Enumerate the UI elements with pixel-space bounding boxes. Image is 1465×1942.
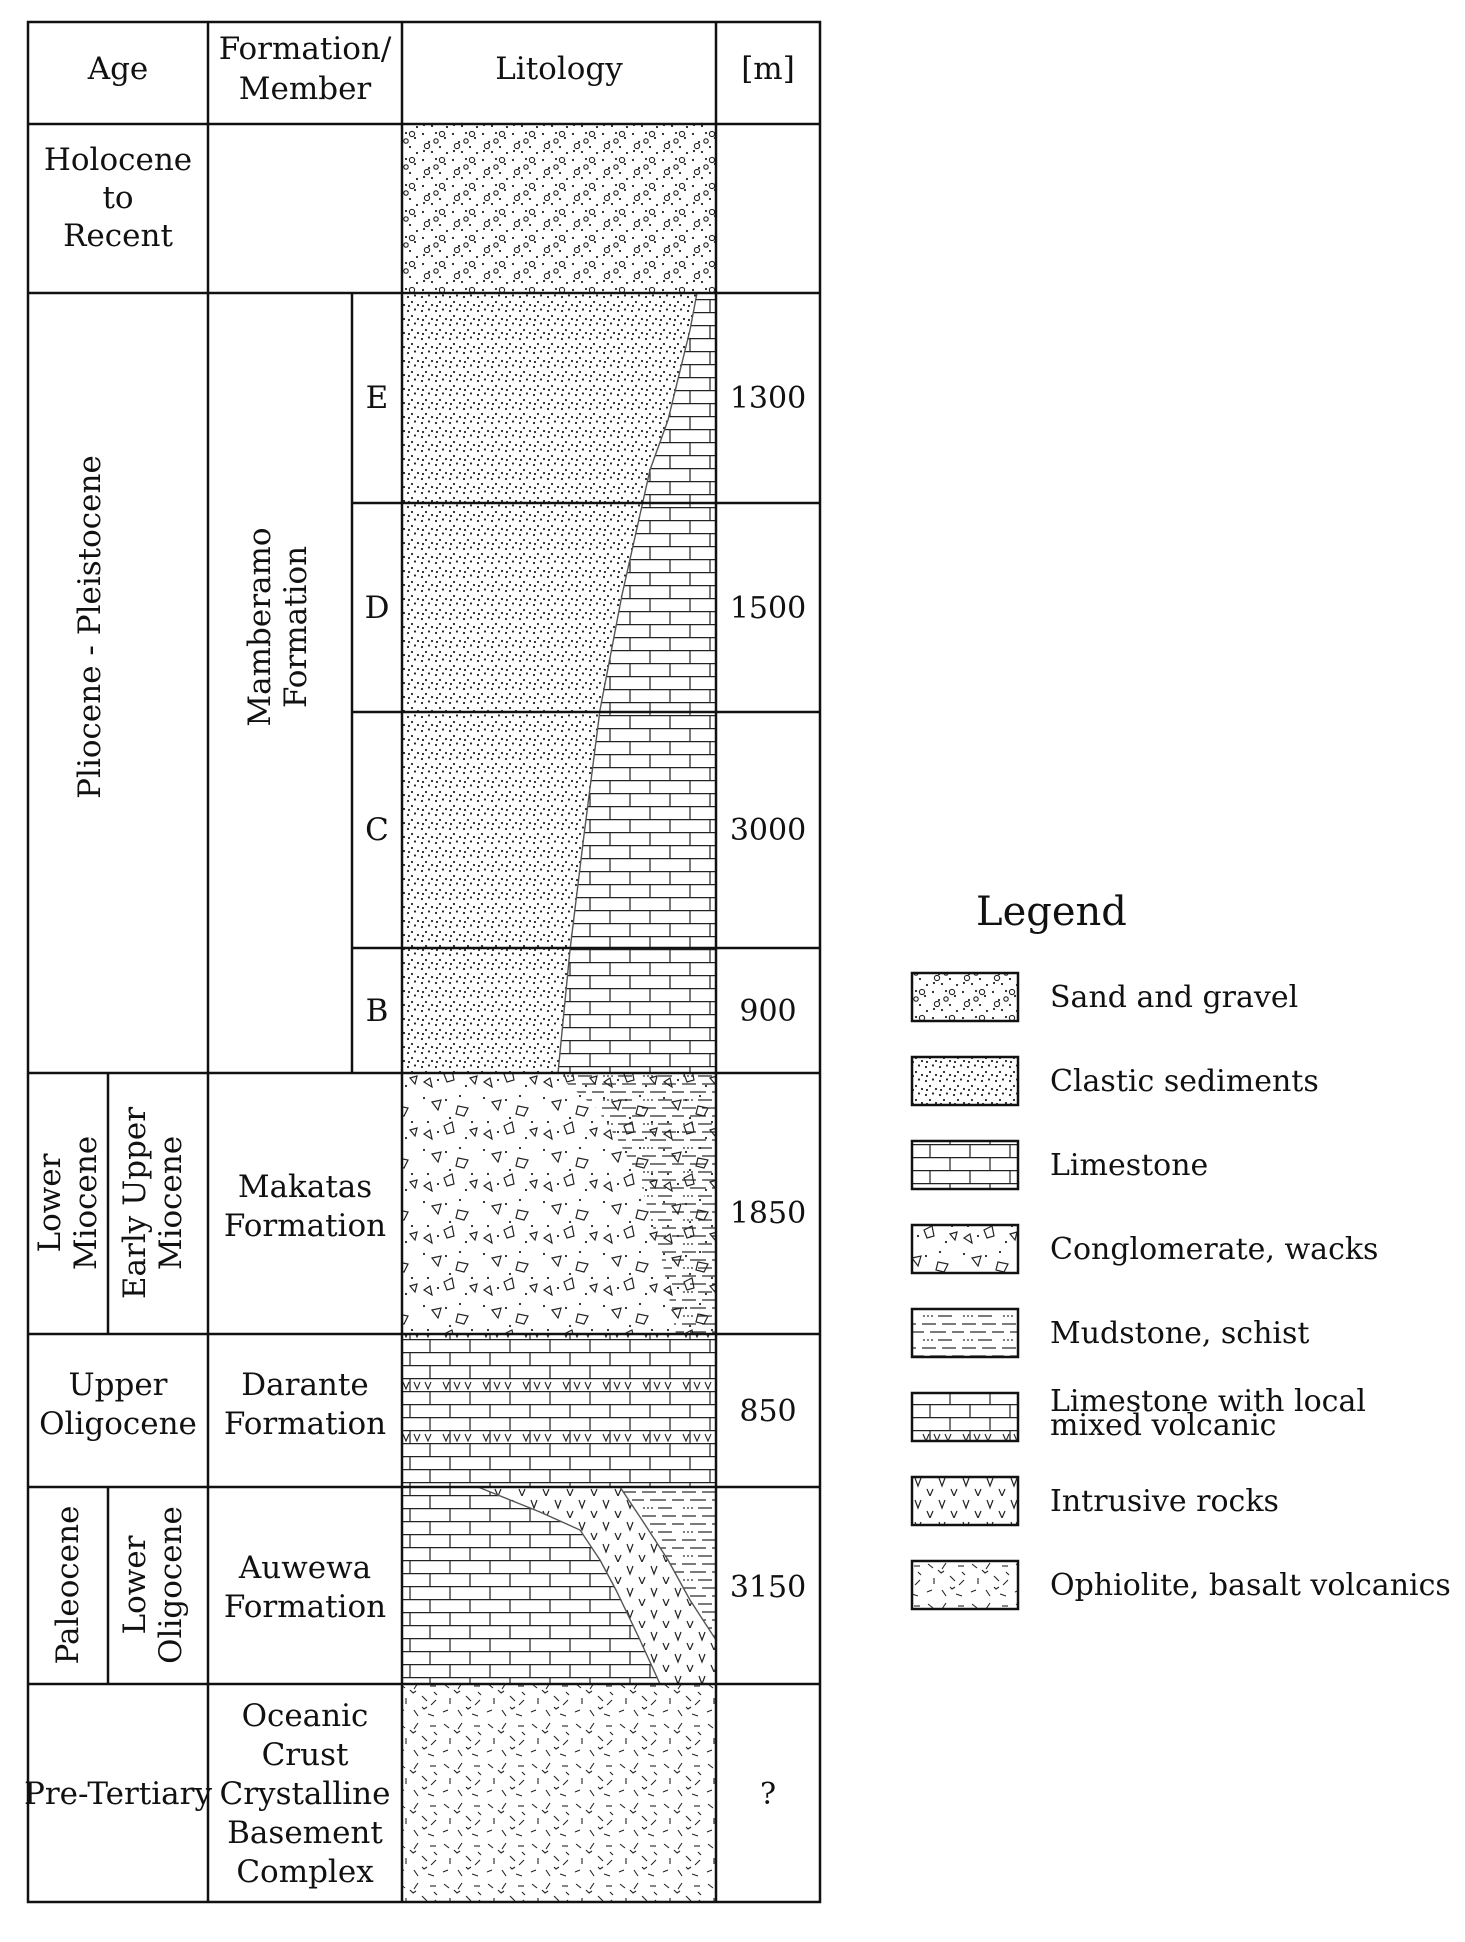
thickness-c: 3000: [730, 813, 806, 848]
formation-oceanic-4: Basement: [227, 1815, 383, 1851]
legend-label: Clastic sediments: [1050, 1064, 1319, 1099]
formation-auwewa-2: Formation: [224, 1589, 386, 1625]
thickness-auwewa: 3150: [730, 1570, 806, 1605]
member-c: C: [365, 812, 389, 848]
legend-swatch-mudstone: [910, 1307, 1020, 1359]
legend-title: Legend: [976, 889, 1127, 935]
legend-swatch-lime-volcanic: [910, 1391, 1020, 1443]
member-d: D: [365, 590, 390, 626]
thickness-darante: 850: [739, 1394, 796, 1429]
legend-label: Limestone: [1050, 1148, 1208, 1183]
lith-darante-lime-volcanic: [402, 1334, 716, 1487]
header-member: Member: [239, 71, 372, 107]
formation-darante-2: Formation: [224, 1406, 386, 1442]
lith-auwewa-intrusive-fill: [478, 1487, 716, 1684]
formation-darante-1: Darante: [241, 1367, 368, 1403]
lith-basement-ophiolite: [402, 1684, 716, 1902]
legend-item-ophiolite: Ophiolite, basalt volcanics: [910, 1559, 1451, 1611]
age-upper-oligocene-2: Oligocene: [39, 1406, 197, 1442]
formation-oceanic-1: Oceanic: [242, 1698, 369, 1734]
thickness-basement: ?: [760, 1777, 776, 1812]
age-holocene-1: Holocene: [44, 142, 192, 178]
lith-makatas-mudstone: [554, 1073, 716, 1334]
thickness-b: 900: [739, 994, 796, 1029]
lith-auwewa-mudstone-fill: [620, 1487, 716, 1640]
formation-oceanic-2: Crust: [262, 1737, 349, 1773]
legend-label: Mudstone, schist: [1050, 1316, 1309, 1351]
thickness-e: 1300: [730, 381, 806, 416]
age-lower-oligocene-2: Oligocene: [153, 1506, 189, 1664]
legend-item-intrusive: Intrusive rocks: [910, 1475, 1279, 1527]
formation-column: Mamberamo Formation E D C B Makatas Form…: [220, 380, 391, 1890]
legend-label: Conglomerate, wacks: [1050, 1232, 1378, 1267]
legend-label: Intrusive rocks: [1050, 1484, 1279, 1519]
legend-item-mudstone: Mudstone, schist: [910, 1307, 1309, 1359]
formation-makatas-1: Makatas: [238, 1169, 372, 1205]
age-holocene-2: to: [102, 180, 133, 216]
thickness-column: 1300 1500 3000 900 1850 850 3150 ?: [730, 381, 806, 1812]
legend-swatch-ophiolite: [910, 1559, 1020, 1611]
header-lithology: Litology: [495, 51, 623, 87]
header-formation: Formation/: [219, 31, 392, 67]
age-lower-miocene-1: Lower: [32, 1153, 68, 1252]
legend-label: Ophiolite, basalt volcanics: [1050, 1568, 1451, 1603]
legend-swatch-clastic: [910, 1055, 1020, 1107]
formation-auwewa-1: Auwewa: [238, 1550, 371, 1586]
legend-item-clastic: Clastic sediments: [910, 1055, 1319, 1107]
age-column: Holocene to Recent Pliocene - Pleistocen…: [24, 142, 213, 1812]
thickness-d: 1500: [730, 591, 806, 626]
table-header: Age Formation/ Member Litology [m]: [87, 31, 795, 107]
age-paleocene: Paleocene: [50, 1506, 86, 1665]
thickness-makatas: 1850: [730, 1196, 806, 1231]
member-e: E: [366, 380, 389, 416]
legend-label: mixed volcanic: [1050, 1408, 1276, 1443]
age-early-upper-miocene-2: Miocene: [153, 1136, 189, 1270]
legend-swatch-sand-gravel: [910, 971, 1020, 1023]
header-age: Age: [87, 51, 149, 87]
age-holocene-3: Recent: [63, 218, 173, 254]
legend-item-sand-gravel: Sand and gravel: [910, 971, 1298, 1023]
legend-item-limestone: Limestone: [910, 1139, 1208, 1191]
legend-label: Limestone with local: [1050, 1384, 1366, 1419]
lith-holocene-sand-gravel: [402, 124, 716, 293]
lithology-column: [402, 124, 717, 1902]
legend-item-conglomerate: Conglomerate, wacks: [910, 1223, 1378, 1275]
age-early-upper-miocene-1: Early Upper: [117, 1107, 153, 1299]
member-b: B: [366, 993, 389, 1029]
age-lower-miocene-2: Miocene: [68, 1136, 104, 1270]
mamberamo-contact-line: [557, 292, 698, 1074]
legend-swatch-intrusive: [910, 1475, 1020, 1527]
table-grid: [26, 20, 822, 1904]
lith-mamberamo-limestone: [558, 293, 716, 1073]
formation-makatas-2: Formation: [224, 1208, 386, 1244]
age-plio-pleistocene: Pliocene - Pleistocene: [72, 455, 108, 799]
auwewa-contact-line-1: [477, 1486, 661, 1685]
age-pre-tertiary: Pre-Tertiary: [24, 1776, 213, 1812]
legend-label: Sand and gravel: [1050, 980, 1298, 1015]
legend-swatch-conglomerate: [910, 1223, 1020, 1275]
formation-oceanic-3: Crystalline: [220, 1776, 391, 1812]
auwewa-contact-line-2: [619, 1486, 717, 1641]
header-thickness: [m]: [741, 51, 795, 87]
age-lower-oligocene-1: Lower: [117, 1535, 153, 1634]
legend-swatch-limestone: [910, 1139, 1020, 1191]
formation-mamberamo-1: Mamberamo: [242, 527, 278, 726]
formation-oceanic-5: Complex: [236, 1854, 374, 1890]
formation-mamberamo-2: Formation: [278, 546, 314, 708]
age-upper-oligocene-1: Upper: [69, 1367, 168, 1403]
